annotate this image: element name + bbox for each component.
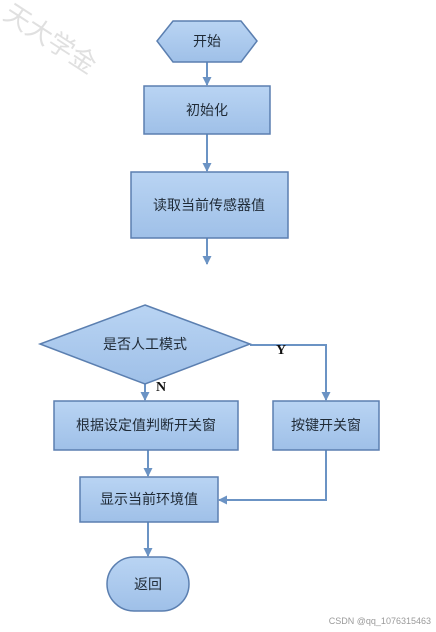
arrow-manual-to-display: [218, 450, 327, 505]
display-node: [79, 476, 219, 523]
auto-window-label: 根据设定值判断开关窗: [76, 417, 216, 434]
read-sensor-node: [130, 171, 289, 239]
init-node: [143, 85, 271, 135]
manual-window-label: 按键开关窗: [291, 417, 361, 434]
credit-text: CSDN @qq_10763154​63: [329, 616, 431, 626]
manual-mode-decision: [37, 304, 253, 385]
return-label: 返回: [134, 577, 162, 593]
manual-mode-label: 是否人工模式: [103, 337, 187, 353]
return-node: [106, 556, 190, 612]
branch-yes-label: Y: [276, 343, 286, 358]
arrow-decision-yes: [250, 344, 331, 401]
display-label: 显示当前环境值: [100, 491, 198, 508]
manual-window-node: [272, 400, 380, 451]
watermark-text: 天大学金: [0, 0, 102, 81]
branch-no-label: N: [156, 380, 166, 395]
auto-window-node: [53, 400, 239, 451]
start-label: 开始: [193, 34, 221, 50]
start-node: [156, 20, 258, 63]
init-label: 初始化: [186, 102, 228, 119]
read-sensor-label: 读取当前传感器值: [153, 197, 265, 214]
